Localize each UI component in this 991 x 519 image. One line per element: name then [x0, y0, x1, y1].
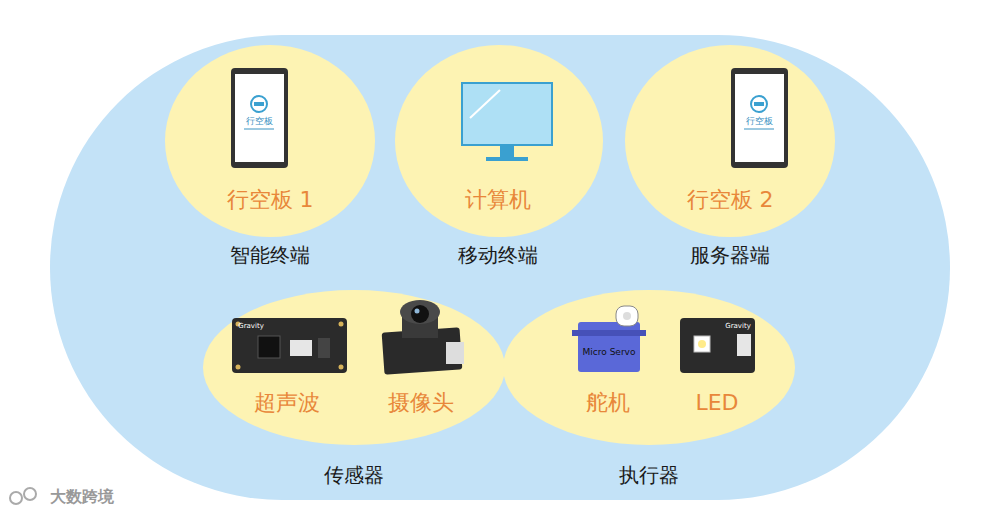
board-brand: Gravity — [238, 323, 264, 330]
ellipse-fill — [395, 45, 603, 237]
board-brand: Gravity — [725, 323, 751, 330]
ellipse-node: 行空板 2服务器端 — [625, 45, 835, 237]
group-heading: 传感器 — [324, 464, 384, 486]
role-heading: 移动终端 — [458, 244, 538, 266]
board-device — [231, 68, 288, 168]
part-name: 超声波 — [254, 391, 320, 415]
watermark-logo — [10, 488, 36, 504]
group-heading: 执行器 — [619, 464, 679, 486]
ultrasonic-sensor — [232, 318, 347, 373]
watermark: 大数跨境 — [50, 489, 114, 505]
screen-logo-text: 行空板 — [746, 117, 773, 126]
role-heading: 智能终端 — [230, 244, 310, 266]
monitor — [462, 83, 552, 161]
ellipse-fill — [165, 45, 375, 237]
camera — [382, 300, 464, 375]
led-module — [680, 318, 755, 373]
role-heading: 服务器端 — [690, 244, 770, 266]
part-name: LED — [695, 391, 738, 415]
servo-label: Micro Servo — [583, 348, 636, 357]
servo — [572, 306, 646, 372]
ellipse-fill — [625, 45, 835, 237]
ellipse-fill — [503, 290, 795, 445]
screen-logo-text: 行空板 — [246, 117, 273, 126]
device-name: 计算机 — [465, 188, 531, 212]
board-device — [731, 68, 788, 168]
part-name: 摄像头 — [388, 391, 454, 415]
device-name: 行空板 2 — [687, 188, 774, 212]
part-name: 舵机 — [586, 391, 630, 415]
ellipse-fill — [203, 290, 505, 445]
outer-region — [50, 35, 950, 500]
device-name: 行空板 1 — [227, 188, 314, 212]
